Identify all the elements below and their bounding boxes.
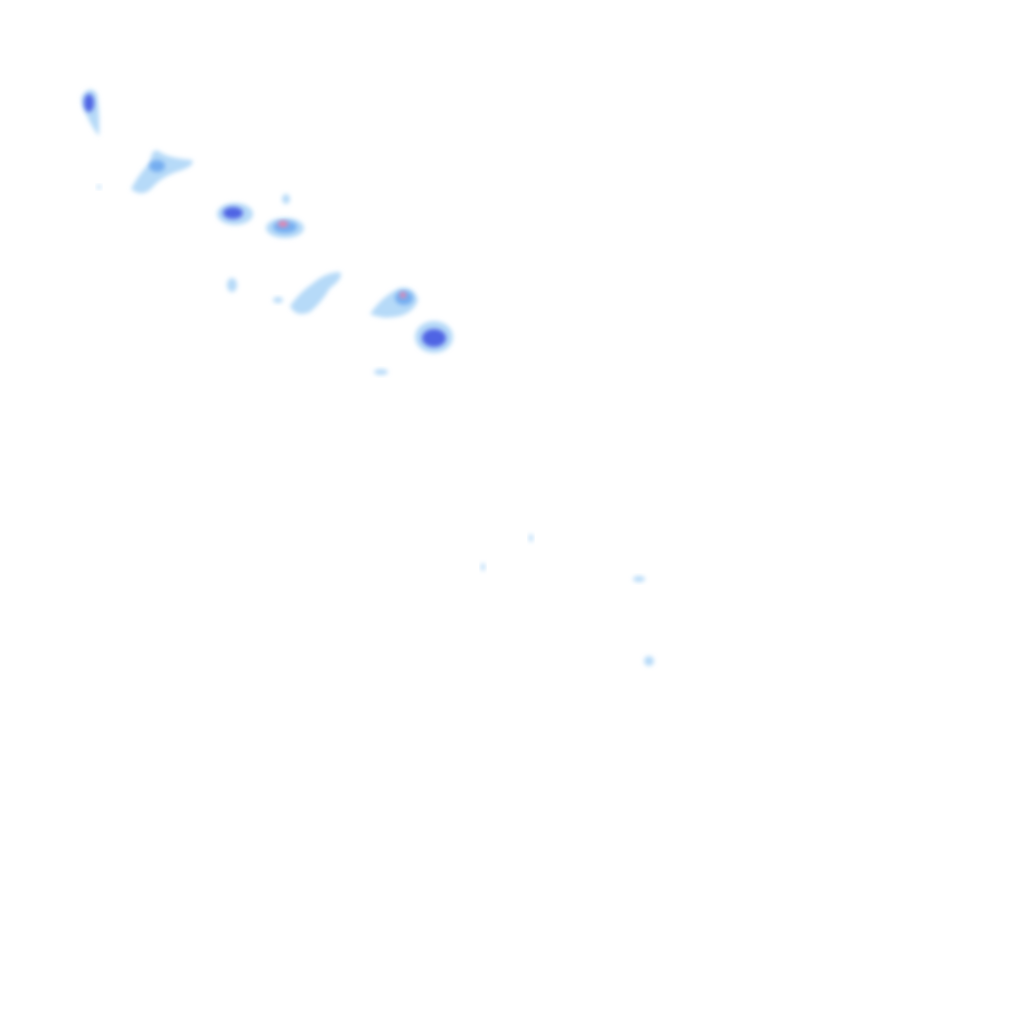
cell-northwest [81,89,100,136]
cell-west-band [131,150,193,194]
cell-east-heavy [415,321,453,353]
cell-central-pink-core [266,194,304,238]
cell-central-band [227,272,341,314]
cell-west-center [217,203,253,225]
scattered-light-echoes [97,185,654,666]
cell-east-pink-core [370,287,418,318]
